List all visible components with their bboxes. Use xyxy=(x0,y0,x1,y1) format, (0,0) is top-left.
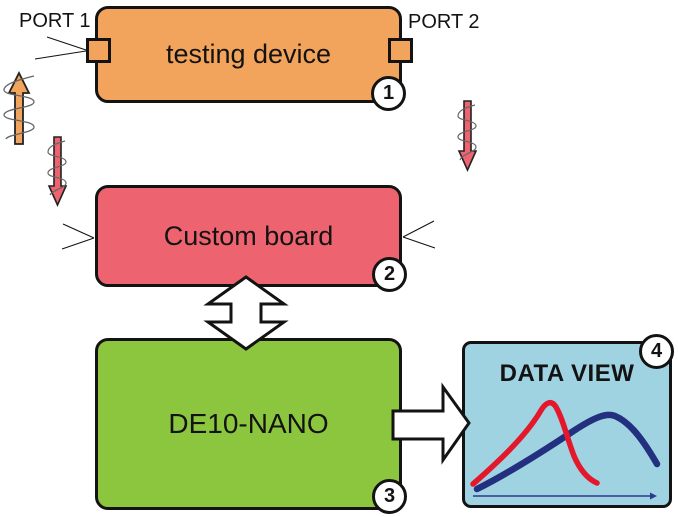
signal-down-arrow-left-icon xyxy=(47,136,68,207)
custom-board-left-mark-icon xyxy=(61,223,95,250)
signal-down-arrow-right-icon xyxy=(457,100,478,172)
signal-up-arrow-icon xyxy=(3,70,35,145)
data-view-label: DATA VIEW xyxy=(499,360,635,387)
step-badge-4: 4 xyxy=(639,334,674,369)
step-badge-1-number: 1 xyxy=(382,82,395,104)
step-badge-3: 3 xyxy=(372,479,407,514)
port2-label: PORT 2 xyxy=(408,11,480,33)
port1-connector xyxy=(86,38,111,63)
step-badge-4-number: 4 xyxy=(650,340,663,362)
custom-board-right-mark-icon xyxy=(402,220,436,249)
port1-label: PORT 1 xyxy=(19,10,91,32)
de10-nano-node: DE10-NANO xyxy=(95,338,402,510)
de10-nano-label: DE10-NANO xyxy=(168,408,329,439)
step-badge-3-number: 3 xyxy=(383,485,396,507)
custom-board-label: Custom board xyxy=(163,220,334,251)
port1-leader-lines-icon xyxy=(34,36,87,60)
step-badge-2: 2 xyxy=(372,257,407,292)
testing-device-node: testing device xyxy=(95,6,402,103)
step-badge-2-number: 2 xyxy=(383,263,396,285)
data-view-node: DATA VIEW xyxy=(462,341,672,508)
step-badge-1: 1 xyxy=(371,76,406,111)
custom-board-node: Custom board xyxy=(95,185,402,287)
port2-connector xyxy=(388,38,413,63)
testing-device-label: testing device xyxy=(165,39,332,69)
right-arrow-icon xyxy=(391,382,471,465)
